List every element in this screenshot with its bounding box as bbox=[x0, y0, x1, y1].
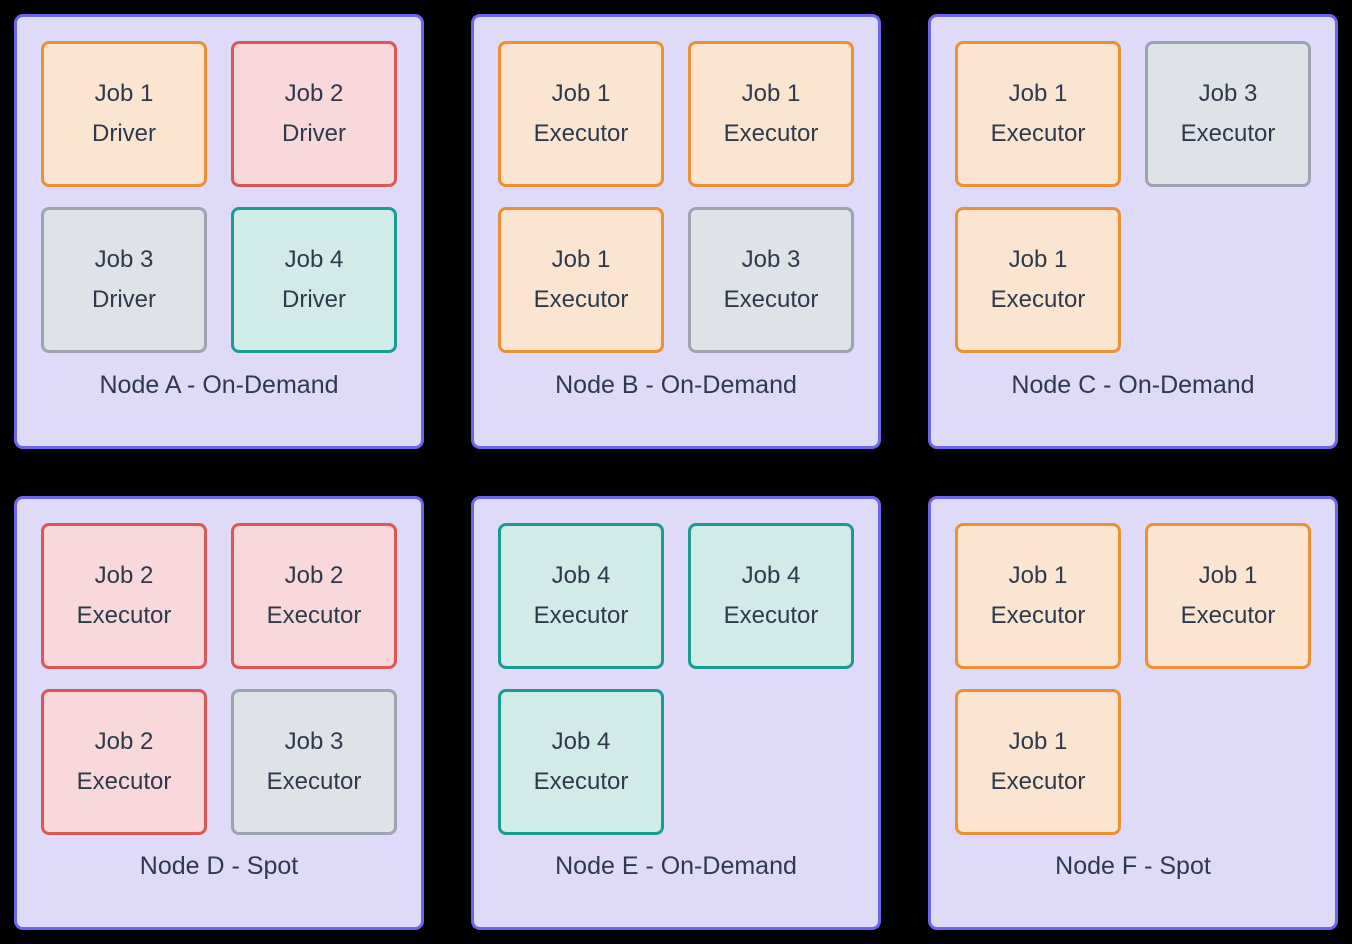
job-role: Executor bbox=[533, 286, 629, 313]
job1-executor-box: Job 1 Executor bbox=[955, 207, 1121, 353]
node-e-jobs: Job 4 Executor Job 4 Executor Job 4 Exec… bbox=[498, 522, 854, 835]
job1-driver-box: Job 1 Driver bbox=[41, 41, 207, 187]
job-role: Executor bbox=[990, 120, 1086, 147]
job-role: Executor bbox=[990, 286, 1086, 313]
job-role: Executor bbox=[533, 767, 629, 795]
job-name: Job 1 bbox=[1008, 80, 1068, 107]
node-d-jobs: Job 2 Executor Job 2 Executor Job 2 Exec… bbox=[41, 522, 397, 835]
job-name: Job 3 bbox=[1198, 80, 1258, 107]
node-f: Job 1 Executor Job 1 Executor Job 1 Exec… bbox=[928, 495, 1338, 930]
job-name: Job 1 bbox=[94, 80, 154, 107]
job-role: Executor bbox=[1180, 601, 1276, 629]
job-role: Executor bbox=[723, 120, 819, 147]
job4-executor-box: Job 4 Executor bbox=[498, 522, 664, 669]
job1-executor-box: Job 1 Executor bbox=[498, 41, 664, 187]
job-name: Job 1 bbox=[1198, 561, 1258, 589]
job-name: Job 1 bbox=[1008, 561, 1068, 589]
job4-executor-box: Job 4 Executor bbox=[688, 522, 854, 669]
job1-executor-box: Job 1 Executor bbox=[688, 41, 854, 187]
job-role: Executor bbox=[76, 601, 172, 629]
job3-executor-box: Job 3 Executor bbox=[231, 688, 397, 835]
job-role: Executor bbox=[266, 767, 362, 795]
job-name: Job 3 bbox=[284, 727, 344, 755]
job-role: Executor bbox=[533, 601, 629, 629]
job-name: Job 1 bbox=[741, 80, 801, 107]
job-name: Job 1 bbox=[1008, 246, 1068, 273]
job1-executor-box: Job 1 Executor bbox=[955, 522, 1121, 669]
job-name: Job 4 bbox=[284, 246, 344, 273]
node-b: Job 1 Executor Job 1 Executor Job 1 Exec… bbox=[471, 14, 881, 449]
job-role: Executor bbox=[990, 767, 1086, 795]
job2-executor-box: Job 2 Executor bbox=[41, 688, 207, 835]
job2-executor-box: Job 2 Executor bbox=[41, 522, 207, 669]
job-name: Job 2 bbox=[94, 727, 154, 755]
job2-executor-box: Job 2 Executor bbox=[231, 522, 397, 669]
job-name: Job 2 bbox=[284, 80, 344, 107]
job-role: Driver bbox=[92, 286, 156, 313]
job1-executor-box: Job 1 Executor bbox=[955, 688, 1121, 835]
job-role: Driver bbox=[282, 120, 346, 147]
job3-executor-box: Job 3 Executor bbox=[688, 207, 854, 353]
job-role: Executor bbox=[266, 601, 362, 629]
job-name: Job 4 bbox=[551, 727, 611, 755]
job-role: Executor bbox=[723, 286, 819, 313]
job2-driver-box: Job 2 Driver bbox=[231, 41, 397, 187]
job-name: Job 3 bbox=[94, 246, 154, 273]
node-label: Node E - On-Demand bbox=[555, 852, 797, 880]
job1-executor-box: Job 1 Executor bbox=[1145, 522, 1311, 669]
job-name: Job 2 bbox=[284, 561, 344, 589]
job4-driver-box: Job 4 Driver bbox=[231, 207, 397, 353]
node-label: Node B - On-Demand bbox=[555, 370, 797, 399]
node-b-jobs: Job 1 Executor Job 1 Executor Job 1 Exec… bbox=[498, 41, 854, 353]
node-c-jobs: Job 1 Executor Job 3 Executor Job 1 Exec… bbox=[955, 41, 1311, 353]
node-a: Job 1 Driver Job 2 Driver Job 3 Driver J… bbox=[14, 14, 424, 449]
job-role: Driver bbox=[282, 286, 346, 313]
node-label: Node D - Spot bbox=[139, 852, 299, 880]
job-name: Job 4 bbox=[741, 561, 801, 589]
node-label: Node A - On-Demand bbox=[99, 370, 339, 399]
job-name: Job 1 bbox=[1008, 727, 1068, 755]
job3-executor-box: Job 3 Executor bbox=[1145, 41, 1311, 187]
job-role: Executor bbox=[723, 601, 819, 629]
job-name: Job 4 bbox=[551, 561, 611, 589]
node-c: Job 1 Executor Job 3 Executor Job 1 Exec… bbox=[928, 14, 1338, 449]
job-role: Executor bbox=[533, 120, 629, 147]
job-role: Driver bbox=[92, 120, 156, 147]
job-name: Job 2 bbox=[94, 561, 154, 589]
job4-executor-box: Job 4 Executor bbox=[498, 688, 664, 835]
job-role: Executor bbox=[990, 601, 1086, 629]
job3-driver-box: Job 3 Driver bbox=[41, 207, 207, 353]
job-name: Job 3 bbox=[741, 246, 801, 273]
job1-executor-box: Job 1 Executor bbox=[498, 207, 664, 353]
node-a-jobs: Job 1 Driver Job 2 Driver Job 3 Driver J… bbox=[41, 41, 397, 353]
node-d: Job 2 Executor Job 2 Executor Job 2 Exec… bbox=[14, 495, 424, 930]
node-f-jobs: Job 1 Executor Job 1 Executor Job 1 Exec… bbox=[955, 522, 1311, 835]
job-role: Executor bbox=[1180, 120, 1276, 147]
job1-executor-box: Job 1 Executor bbox=[955, 41, 1121, 187]
job-role: Executor bbox=[76, 767, 172, 795]
node-label: Node C - On-Demand bbox=[1011, 370, 1255, 399]
node-label: Node F - Spot bbox=[1055, 852, 1211, 880]
job-name: Job 1 bbox=[551, 246, 611, 273]
job-name: Job 1 bbox=[551, 80, 611, 107]
node-e: Job 4 Executor Job 4 Executor Job 4 Exec… bbox=[471, 495, 881, 930]
